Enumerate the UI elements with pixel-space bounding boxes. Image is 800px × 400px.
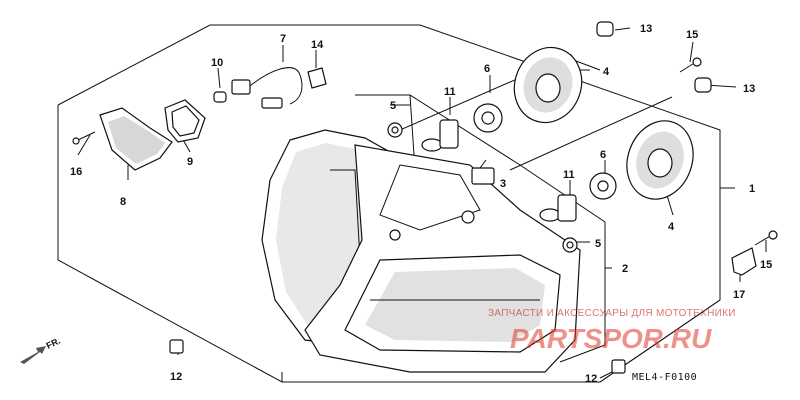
direction-marker-label: FR. [45,336,62,351]
part-number-3: 3 [500,178,506,190]
part-number-2: 2 [622,263,628,275]
diagram-code: MEL4-F0100 [632,372,697,383]
part-number-13a: 13 [640,23,652,35]
part-number-13b: 13 [743,83,755,95]
grommet-part [387,122,578,253]
watermark-tagline: ЗАПЧАСТИ И АКСЕССУАРЫ ДЛЯ МОТОТЕХНИКИ [488,308,736,319]
part-number-15b: 15 [760,259,772,271]
adjuster-screw-part [679,57,778,246]
part-number-4b: 4 [668,221,675,233]
bracket-part [731,247,757,276]
headlight-body-part [304,144,581,373]
part-labels: 1 2 3 4 4 5 5 6 6 7 8 9 10 11 11 12 12 1… [70,23,772,385]
part-number-14: 14 [311,39,324,51]
part-number-7: 7 [280,33,286,45]
part-number-16: 16 [70,166,82,178]
screw-part [72,131,96,145]
watermark: ЗАПЧАСТИ И АКСЕССУАРЫ ДЛЯ МОТОТЕХНИКИ PA… [488,308,736,354]
part-number-12b: 12 [585,373,597,385]
headlight-bulb-part [421,119,577,222]
part-number-5a: 5 [390,100,396,112]
dust-cover-part [513,46,694,200]
part-number-4a: 4 [603,66,610,78]
leader-lines [77,27,767,379]
part-number-6a: 6 [484,63,490,75]
part-number-6b: 6 [600,149,606,161]
clip-part [307,67,327,89]
position-bulb-part [213,91,227,103]
socket-harness-part [231,67,303,109]
part-number-15a: 15 [686,29,698,41]
part-number-10: 10 [211,57,223,69]
connector-part [471,159,495,185]
cap-part [596,21,712,93]
part-number-8: 8 [120,196,126,208]
gasket-part [164,99,206,143]
part-number-11a: 11 [444,86,456,98]
watermark-brand: PARTSPOR.RU [510,323,712,354]
part-number-17: 17 [733,289,745,301]
direction-marker: FR. [20,336,62,364]
part-number-12a: 12 [170,371,182,383]
part-number-11b: 11 [563,169,575,181]
part-number-9: 9 [187,156,193,168]
side-cover-part [99,107,173,171]
part-number-5b: 5 [595,238,601,250]
part-number-1: 1 [749,183,755,195]
nut-part [169,339,626,374]
bulb-socket-part [473,103,617,200]
